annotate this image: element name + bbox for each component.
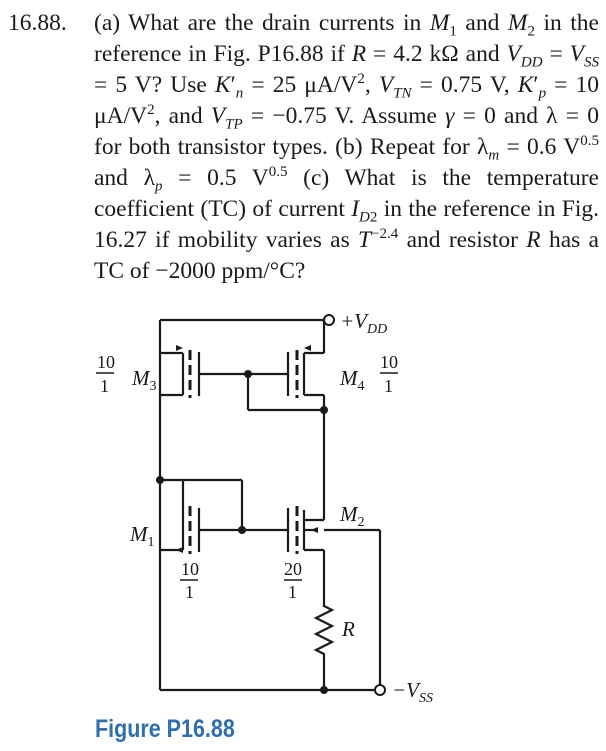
circuit-diagram: +VDD M3 10 1 M4 10 1 [96,309,433,706]
svg-text:10: 10 [181,559,199,579]
m3-label: M3 [131,366,157,394]
m2-label: M2 [339,502,365,530]
transistor-m2 [286,506,326,600]
problem-text: (a) What are the drain currents in M1 an… [94,10,600,284]
transistor-m3 [160,345,248,398]
svg-text:1: 1 [185,582,194,602]
problem-number: 16.88. [8,10,67,36]
middle-wires [156,395,326,520]
svg-text:10: 10 [97,352,115,372]
svg-text:10: 10 [380,352,398,372]
resistor-r [313,600,335,690]
m4-label: M4 [339,366,365,394]
vdd-label: +VDD [340,309,387,337]
figure-caption: Figure P16.88 [95,715,235,743]
m3-ratio: 10 1 [96,352,115,396]
transistor-m1 [160,478,288,554]
m2-ratio: 20 1 [284,559,302,602]
svg-text:20: 20 [284,559,302,579]
r-label: R [341,617,355,641]
vdd-rail [158,314,335,690]
transistor-m4 [244,345,328,414]
svg-text:1: 1 [384,376,393,396]
m4-ratio: 10 1 [380,352,398,396]
m1-ratio: 10 1 [180,559,199,602]
m1-label: M1 [129,522,155,550]
svg-text:1: 1 [288,582,297,602]
vss-label: −VSS [392,678,433,706]
vss-rail [160,528,386,696]
svg-text:1: 1 [100,376,109,396]
